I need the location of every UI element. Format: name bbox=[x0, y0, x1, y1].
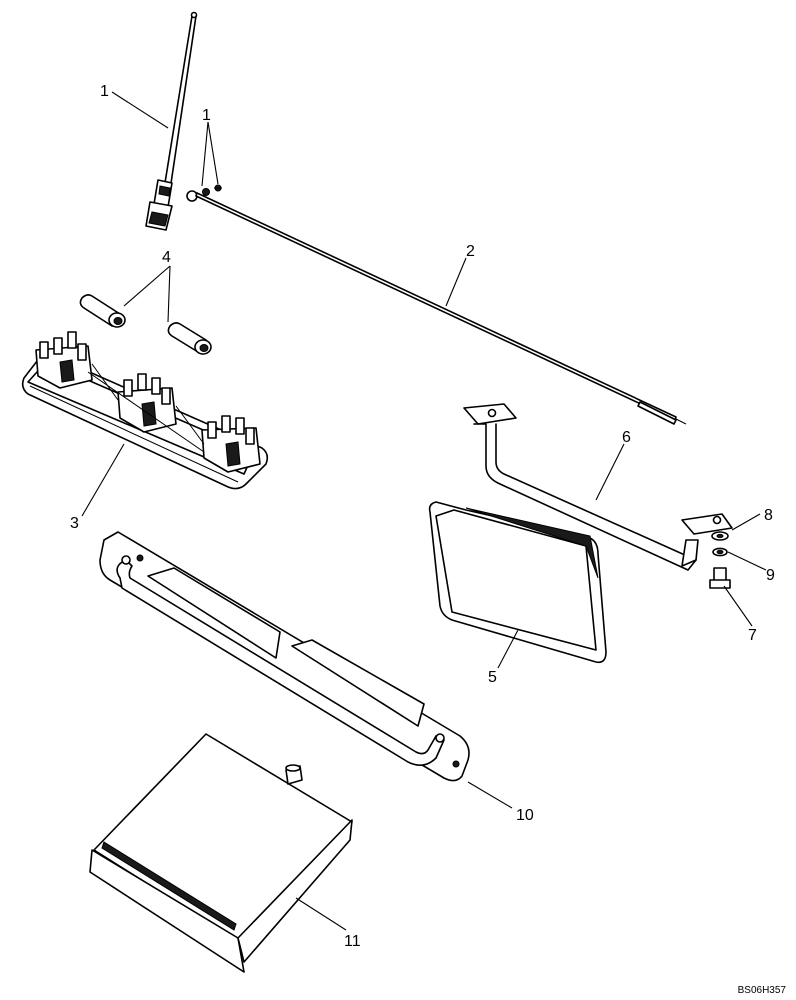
antenna-cable bbox=[186, 190, 687, 425]
callout-4: 4 bbox=[162, 249, 171, 266]
antenna-hardware bbox=[202, 184, 222, 196]
lamp-housing bbox=[21, 331, 269, 490]
callout-1b: 1 bbox=[202, 107, 211, 124]
storage-module bbox=[89, 733, 353, 973]
callout-8: 8 bbox=[764, 507, 773, 524]
step-rail bbox=[99, 531, 470, 782]
callout-10: 10 bbox=[516, 807, 534, 824]
callout-3: 3 bbox=[70, 515, 79, 532]
mirror bbox=[428, 501, 607, 664]
callout-9: 9 bbox=[766, 567, 775, 584]
callout-1a: 1 bbox=[100, 83, 109, 100]
callout-labels: 1 1 2 3 4 5 6 7 8 9 10 11 bbox=[70, 83, 775, 950]
flat-washer bbox=[711, 531, 729, 541]
mirror-bracket bbox=[463, 403, 733, 571]
callout-6: 6 bbox=[622, 429, 631, 446]
callout-2: 2 bbox=[466, 243, 475, 260]
reference-code: BS06H357 bbox=[738, 985, 787, 996]
bulb-upper bbox=[79, 294, 126, 328]
antenna bbox=[145, 11, 198, 231]
bulb-lower bbox=[167, 322, 212, 355]
leader-lines bbox=[81, 91, 767, 931]
lock-washer bbox=[712, 547, 728, 557]
bolt bbox=[709, 567, 731, 589]
callout-7: 7 bbox=[748, 627, 757, 644]
callout-11: 11 bbox=[344, 933, 361, 950]
callout-5: 5 bbox=[488, 669, 497, 686]
